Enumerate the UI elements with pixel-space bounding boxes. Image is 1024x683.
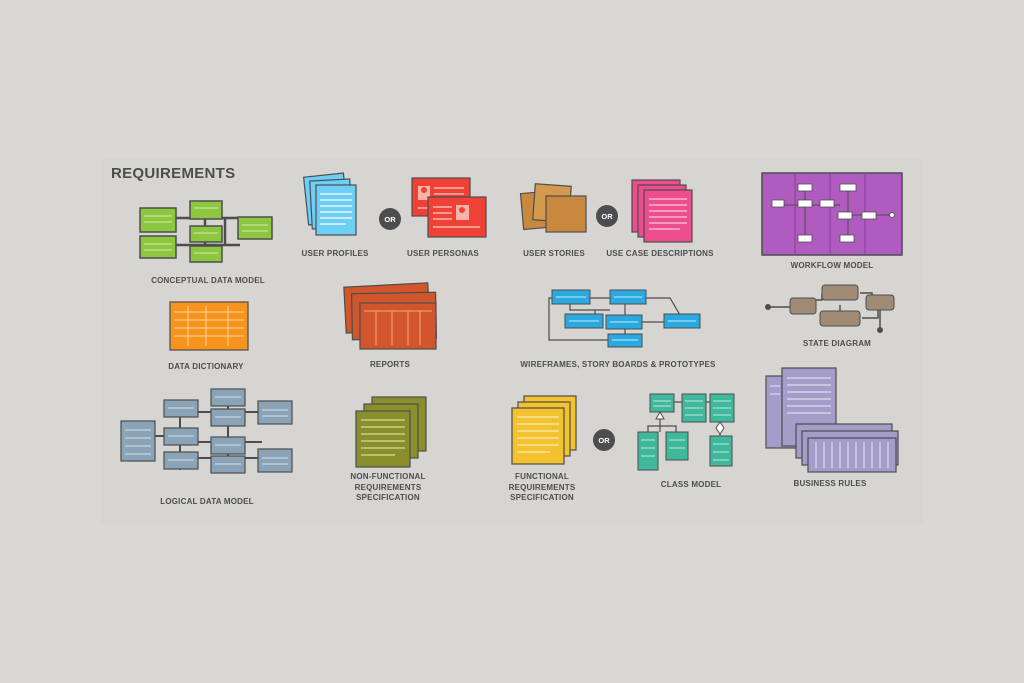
or-connector-class-model: OR [593,429,615,451]
conceptual-data-model-icon [139,200,273,263]
label-functional-spec: FUNCTIONAL REQUIREMENTS SPECIFICATION [492,472,592,504]
label-logical-data-model: LOGICAL DATA MODEL [160,497,254,506]
or-connector-use-cases: OR [596,205,618,227]
use-case-descriptions-icon [631,179,693,243]
label-workflow-model: WORKFLOW MODEL [790,261,874,270]
label-non-functional-spec: NON-FUNCTIONAL REQUIREMENTS SPECIFICATIO… [338,472,438,504]
label-non-functional-line1: NON-FUNCTIONAL [350,472,426,481]
label-user-profiles: USER PROFILES [301,249,369,258]
label-non-functional-line2: REQUIREMENTS [354,482,422,492]
user-personas-icon [411,177,487,238]
business-rules-icon [765,367,899,473]
label-wireframes: WIREFRAMES, STORY BOARDS & PROTOTYPES [520,360,716,369]
label-class-model: CLASS MODEL [660,480,722,489]
label-functional-line1: FUNCTIONAL [515,472,569,481]
label-use-case-descriptions: USE CASE DESCRIPTIONS [606,249,714,258]
functional-spec-icon [511,395,577,465]
data-dictionary-icon [169,301,249,351]
label-business-rules: BUSINESS RULES [793,479,867,488]
label-user-personas: USER PERSONAS [407,249,479,258]
label-non-functional-line3: SPECIFICATION [356,493,420,502]
state-diagram-icon [765,284,895,333]
non-functional-spec-icon [355,396,427,468]
label-functional-line2: REQUIREMENTS [508,482,576,492]
label-functional-line3: SPECIFICATION [510,493,574,502]
diagram-title: REQUIREMENTS [111,165,236,182]
or-connector-personas: OR [379,208,401,230]
user-profiles-icon [302,172,357,236]
wireframes-icon [548,289,701,348]
label-reports: REPORTS [369,360,411,369]
label-conceptual-data-model: CONCEPTUAL DATA MODEL [151,276,265,285]
label-state-diagram: STATE DIAGRAM [802,339,872,348]
user-stories-icon [519,183,587,233]
label-data-dictionary: DATA DICTIONARY [168,362,244,371]
label-user-stories: USER STORIES [523,249,585,258]
workflow-model-icon [761,172,903,256]
logical-data-model-icon [120,388,293,474]
reports-icon [343,282,438,350]
class-model-icon [637,393,735,471]
